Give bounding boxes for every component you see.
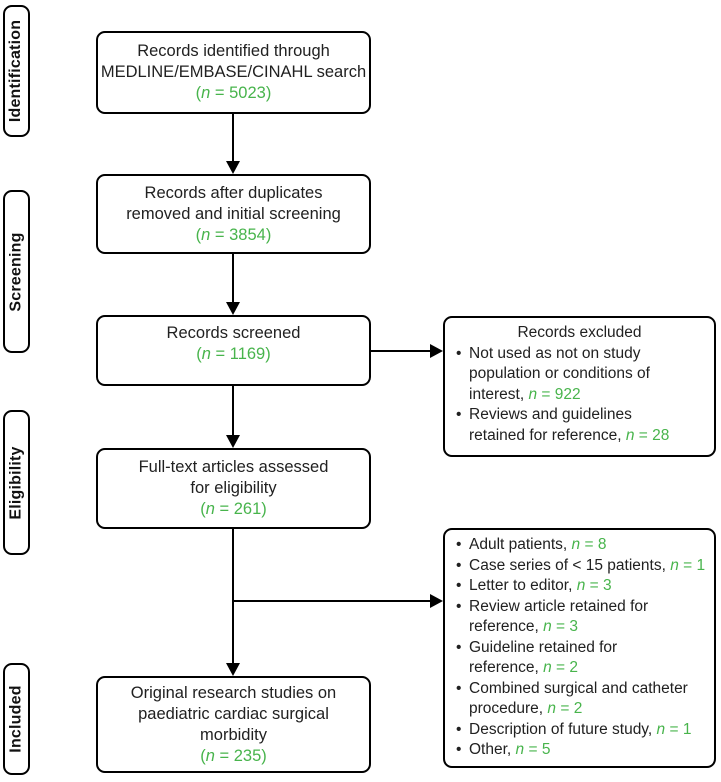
bullet-item: Adult patients, n = 8	[453, 535, 712, 556]
stage-label-text: Screening	[7, 231, 25, 312]
count-n: (n = 5023)	[195, 84, 272, 102]
bullet-item: Description of future study, n = 1	[453, 720, 712, 741]
bullet-list: Adult patients, n = 8 Case series of < 15…	[453, 535, 712, 761]
text-line: removed and initial screening	[126, 204, 341, 223]
bullet-item: Not used as not on study population or co…	[453, 344, 712, 406]
bullet-item: Guideline retained for reference, n = 2	[453, 638, 712, 679]
text-line: Review article retained for	[469, 597, 649, 615]
count-n: n = 28	[625, 426, 670, 444]
text-line: Adult patients, n = 8	[469, 536, 607, 553]
text-line: Other, n = 5	[469, 741, 551, 758]
n-count-line: (n = 261)	[200, 499, 267, 520]
side-box-title: Records excluded	[517, 324, 642, 341]
count-n: n = 2	[547, 700, 583, 717]
n-count-line: (n = 3854)	[196, 225, 272, 246]
arrow-down-1-line	[232, 114, 234, 161]
n-count-line: (n = 1169)	[196, 344, 270, 365]
flow-box-fulltext-assessed: Full-text articles assessed for eligibili…	[96, 448, 371, 529]
text-line: Records identified through	[137, 42, 330, 60]
arrow-down-4-line	[232, 529, 234, 663]
arrow-right-to-exclusion-reasons-line	[232, 600, 430, 602]
stage-label-included: Included	[3, 663, 30, 775]
count-n: (n = 1169)	[196, 345, 271, 363]
arrow-down-1-head	[226, 161, 240, 174]
text-line: Records screened	[166, 324, 301, 342]
text-line: reference, n = 3	[469, 618, 579, 635]
text-line: Original research studies on	[130, 683, 337, 702]
text-line: Letter to editor, n = 3	[469, 577, 612, 594]
text-line: Guideline retained for	[469, 638, 618, 656]
text-line: procedure, n = 2	[469, 700, 583, 717]
count-n: (n = 261)	[200, 500, 267, 518]
arrow-down-2-line	[232, 254, 234, 302]
bullet-item: Reviews and guidelines retained for refer…	[453, 405, 712, 446]
text-line: for eligibility	[190, 479, 277, 497]
side-box-records-excluded: Records excluded Not used as not on stud…	[443, 316, 716, 457]
flow-box-duplicates-removed: Records after duplicates removed and init…	[96, 174, 371, 254]
count-n: n = 3	[543, 618, 579, 635]
text-line: Not used as not on study	[469, 344, 641, 362]
bullet-item: Letter to editor, n = 3	[453, 576, 712, 597]
bullet-item: Review article retained for reference, n …	[453, 597, 712, 638]
bullet-item: Combined surgical and catheter procedure,…	[453, 679, 712, 720]
arrow-down-3-line	[232, 386, 234, 435]
text-line: paediatric cardiac surgical	[138, 704, 329, 723]
text-line: Full-text articles assessed	[138, 458, 329, 476]
count-n: n = 5	[515, 741, 551, 758]
flow-box-included-studies: Original research studies on paediatric c…	[96, 676, 371, 773]
count-n: (n = 235)	[200, 746, 267, 765]
arrow-right-to-exclusion-reasons-head	[430, 594, 443, 608]
count-n: (n = 3854)	[195, 225, 272, 244]
stage-label-identification: Identification	[3, 5, 30, 137]
arrow-down-4-head	[226, 663, 240, 676]
count-n: n = 922	[528, 385, 581, 403]
text-line: population or conditions of	[469, 365, 650, 382]
text-line: morbidity	[200, 725, 267, 744]
text-line: Reviews and guidelines	[469, 406, 632, 423]
stage-label-text: Eligibility	[7, 445, 25, 520]
arrow-right-to-records-excluded-line	[371, 350, 430, 352]
count-n: n = 3	[576, 577, 612, 594]
bullet-item: Case series of < 15 patients, n = 1	[453, 556, 712, 577]
arrow-down-2-head	[226, 302, 240, 315]
side-box-fulltext-exclusion-reasons: Adult patients, n = 8 Case series of < 15…	[443, 528, 716, 768]
count-n: n = 8	[571, 536, 607, 553]
text-line: Records after duplicates	[144, 183, 323, 202]
n-count-line: (n = 5023)	[196, 83, 272, 104]
arrow-down-3-head	[226, 435, 240, 448]
text-line: MEDLINE/EMBASE/CINAHL search	[100, 63, 367, 81]
text-line: interest, n = 922	[469, 385, 581, 403]
bullet-item: Other, n = 5	[453, 740, 712, 761]
count-n: n = 2	[543, 659, 579, 676]
stage-label-eligibility: Eligibility	[3, 410, 30, 555]
flow-box-records-screened: Records screened (n = 1169)	[96, 315, 371, 386]
n-count-line: (n = 235)	[200, 746, 267, 767]
text-line: reference, n = 2	[469, 659, 579, 676]
bullet-list: Not used as not on study population or co…	[453, 344, 712, 447]
arrow-right-to-records-excluded-head	[430, 344, 443, 358]
text-line: Case series of < 15 patients, n = 1	[469, 556, 706, 574]
text-line: Description of future study, n = 1	[469, 720, 692, 738]
stage-label-text: Identification	[7, 19, 25, 123]
text-line: retained for reference, n = 28	[469, 426, 670, 444]
text-line: Combined surgical and catheter	[469, 679, 688, 697]
count-n: n = 1	[656, 720, 692, 738]
stage-label-text: Included	[7, 685, 25, 753]
count-n: n = 1	[670, 556, 706, 574]
stage-label-screening: Screening	[3, 190, 30, 353]
